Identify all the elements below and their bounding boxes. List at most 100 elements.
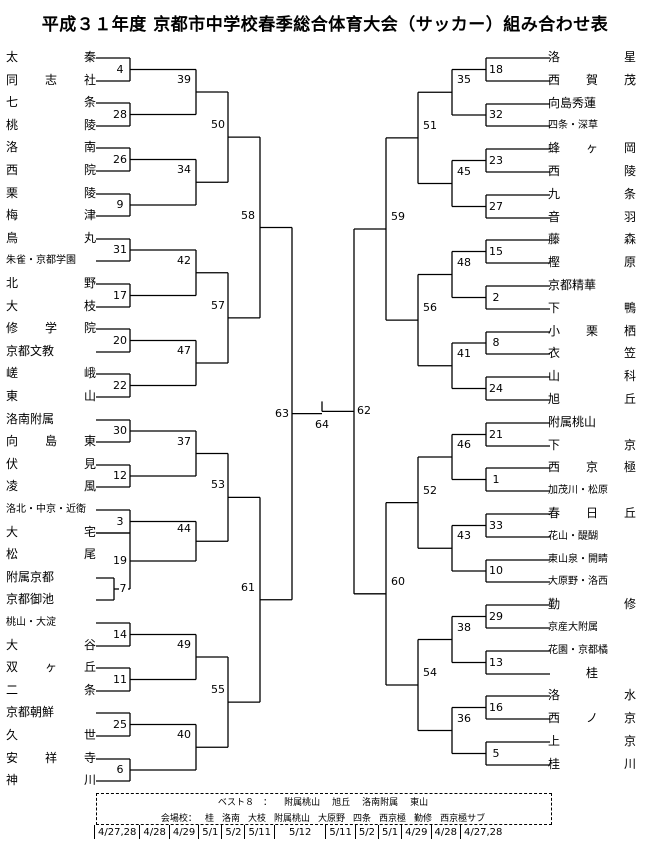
match-number: 9 — [115, 198, 125, 211]
team-name: 衣笠 — [548, 346, 636, 360]
team-name: 西院 — [6, 163, 96, 177]
team-name: 栗陵 — [6, 186, 96, 200]
match-number: 52 — [422, 483, 438, 497]
team-name: 向島秀蓮 — [548, 96, 597, 110]
team-name: 下京 — [548, 438, 636, 452]
match-number: 54 — [422, 666, 438, 679]
match-date: 4/28 — [139, 825, 168, 839]
venue: 西京極サブ — [440, 814, 486, 824]
match-number: 10 — [488, 564, 504, 577]
match-number: 30 — [112, 424, 128, 437]
team-name: 伏見 — [6, 457, 96, 471]
team-name: 西ノ京 — [548, 711, 636, 725]
match-number: 16 — [488, 700, 504, 714]
match-date: 5/1 — [377, 825, 401, 839]
team-name: 洛南附属 — [6, 412, 55, 426]
team-name: 山科 — [548, 369, 636, 383]
team-name: 洛星 — [548, 50, 636, 64]
match-number: 40 — [176, 728, 192, 742]
match-number: 28 — [112, 107, 128, 121]
page-title: 平成３１年度 京都市中学校春季総合体育大会（サッカー）組み合わせ表 — [41, 15, 609, 35]
team-name: 附属京都 — [6, 570, 55, 584]
match-number: 53 — [210, 478, 226, 492]
match-date: 5/2 — [354, 825, 378, 839]
team-name: 神川 — [6, 773, 96, 787]
team-name: 凌風 — [6, 479, 96, 493]
team-name: 向島東 — [6, 434, 96, 448]
team-name: 久世 — [6, 728, 96, 742]
match-number: 25 — [112, 717, 128, 731]
team-name: 藤森 — [548, 232, 636, 246]
best8-label: ベスト８ ： — [217, 798, 273, 808]
match-number: 36 — [456, 711, 472, 725]
match-number: 60 — [390, 574, 406, 588]
match-number: 5 — [491, 746, 501, 760]
team-name: 修学院 — [6, 321, 96, 335]
team-name: 北野 — [6, 276, 96, 290]
match-number: 3 — [115, 514, 125, 528]
match-number: 57 — [210, 298, 226, 312]
match-number: 29 — [488, 609, 504, 623]
team-name: 大枝 — [6, 299, 96, 313]
team-name: 東山 — [6, 389, 96, 403]
team-name: 大谷 — [6, 638, 96, 652]
team-name: 二条 — [6, 683, 96, 697]
team-name: 洛南 — [6, 140, 96, 154]
team-name: 花山・醍醐 — [548, 531, 598, 542]
match-number: 14 — [112, 627, 128, 641]
team-name: 西京極 — [548, 460, 636, 474]
match-number: 2 — [491, 290, 501, 304]
match-number: 31 — [112, 243, 128, 256]
match-date: 4/29 — [168, 825, 198, 839]
team-name: 双ヶ丘 — [6, 660, 96, 674]
team-name: 京産大附属 — [548, 622, 598, 633]
best8-team: 附属桃山 — [284, 798, 321, 808]
match-number: 50 — [210, 118, 226, 132]
match-date: 4/29 — [401, 825, 430, 839]
match-number: 43 — [456, 529, 472, 543]
best8-team: 東山 — [410, 798, 429, 808]
team-name: 京都朝鮮 — [6, 705, 55, 719]
match-date: 5/11 — [244, 825, 273, 839]
best8-row: ベスト８ ： 附属桃山 旭丘 洛南附属 東山 — [96, 795, 550, 808]
team-name: 加茂川・松原 — [548, 485, 608, 496]
match-date: 5/1 — [198, 825, 221, 839]
match-number: 26 — [112, 152, 128, 166]
match-number: 37 — [176, 434, 192, 448]
match-date: 5/12 — [273, 825, 325, 839]
best8-team: 旭丘 — [332, 798, 351, 808]
match-number: 35 — [456, 73, 472, 87]
match-number: 20 — [112, 333, 128, 347]
team-name: 勤修 — [548, 597, 636, 611]
team-name: 桃山・大淀 — [6, 617, 56, 628]
team-name: 蜂ヶ岡 — [548, 141, 636, 155]
team-name: 京都精華 — [548, 278, 597, 292]
best8-team: 洛南附属 — [362, 798, 399, 808]
match-date: 4/27,28 — [460, 825, 505, 839]
match-number: 27 — [488, 199, 504, 213]
team-name: 鳥丸 — [6, 231, 96, 245]
team-name: 京都文教 — [6, 344, 55, 358]
match-number: 18 — [488, 62, 504, 76]
venue-label: 会場校： — [160, 814, 197, 824]
match-number: 63 — [274, 406, 290, 420]
team-name: 洛水 — [548, 688, 636, 702]
match-number: 44 — [176, 522, 192, 536]
match-number: 11 — [112, 672, 128, 686]
team-name: 樫原 — [548, 255, 636, 269]
venue-row: 会場校： 桂 洛南 大枝 附属桃山 大原野 四条 西京極 勤修 西京極サブ — [96, 811, 550, 824]
match-number: 7 — [118, 582, 128, 595]
match-number: 61 — [240, 580, 256, 594]
venue: 大枝 — [247, 814, 266, 824]
team-name: 附属桃山 — [548, 415, 597, 429]
team-name: 上京 — [548, 734, 636, 748]
team-name: 下鴨 — [548, 301, 636, 315]
team-name: 春日丘 — [548, 506, 636, 520]
venue: 附属桃山 — [273, 814, 310, 824]
match-number: 23 — [488, 153, 504, 167]
match-number: 47 — [176, 344, 192, 357]
match-number: 33 — [488, 518, 504, 532]
team-name: 桂 — [585, 666, 598, 680]
